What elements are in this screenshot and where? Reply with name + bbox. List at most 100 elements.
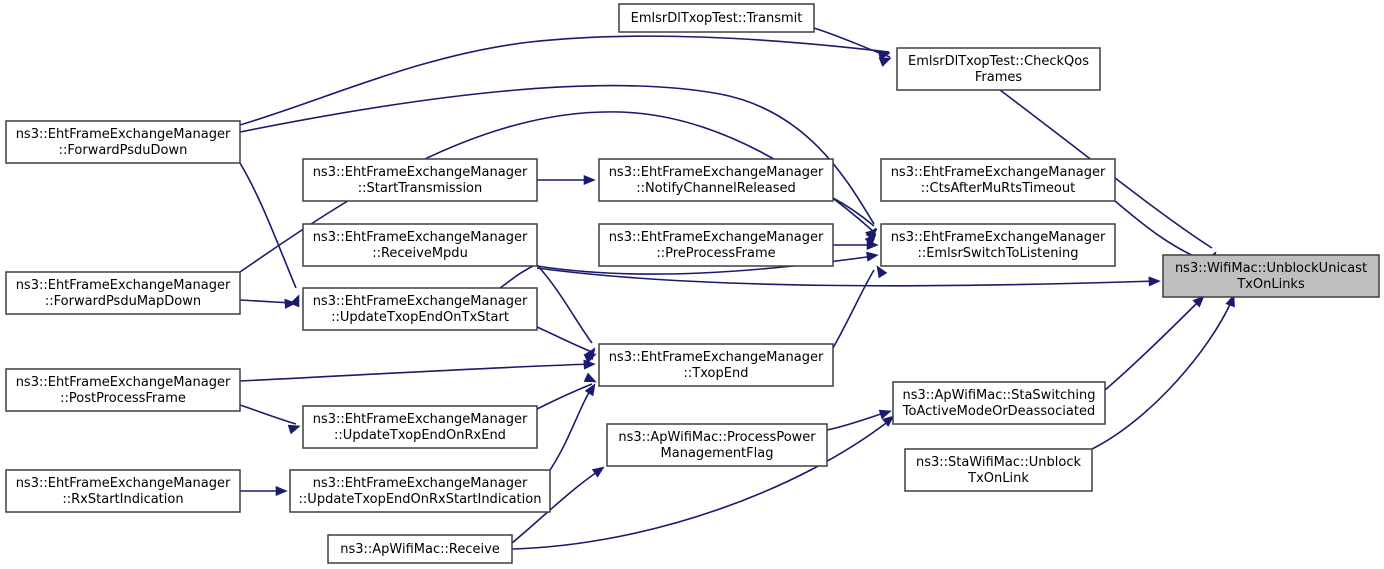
graph-node-updatetxopendonrxend[interactable]: ns3::EhtFrameExchangeManager::UpdateTxop… (302, 405, 538, 449)
node-box[interactable] (598, 158, 834, 202)
node-box[interactable] (892, 381, 1106, 425)
arrow-head-icon (275, 485, 288, 497)
node-label: ns3::EhtFrameExchangeManager::TxopEnd (609, 350, 824, 381)
node-box[interactable] (618, 3, 815, 33)
arrow-head-icon (583, 174, 596, 186)
call-edge (240, 485, 288, 497)
graph-node-txopend[interactable]: ns3::EhtFrameExchangeManager::TxopEnd (598, 343, 834, 387)
node-layer: EmlsrDlTxopTest::TransmitEmlsrDlTxopTest… (5, 3, 1380, 564)
node-box[interactable] (302, 405, 538, 449)
node-box[interactable] (1162, 254, 1380, 298)
call-edge (536, 267, 1161, 287)
arrow-head-icon (876, 265, 888, 279)
node-box[interactable] (598, 343, 834, 387)
arrow-head-icon (866, 239, 879, 251)
call-edge (536, 264, 596, 361)
call-edge (833, 239, 879, 251)
arrow-head-icon (1148, 276, 1161, 287)
node-box[interactable] (606, 423, 828, 467)
node-label: ns3::EhtFrameExchangeManager::ReceiveMpd… (313, 230, 528, 261)
node-label: ns3::EhtFrameExchangeManager::UpdateTxop… (299, 476, 542, 507)
arrow-head-icon (591, 466, 605, 478)
arrow-head-icon (878, 57, 892, 67)
node-box[interactable] (880, 158, 1116, 202)
node-label: ns3::EhtFrameExchangeManager::UpdateTxop… (313, 412, 528, 443)
node-box[interactable] (302, 287, 538, 331)
arrow-head-icon (878, 409, 892, 420)
call-edge (537, 174, 596, 186)
node-label: ns3::EhtFrameExchangeManager::ForwardPsd… (16, 278, 231, 309)
node-box[interactable] (302, 223, 538, 267)
node-label: ns3::EhtFrameExchangeManager::PostProces… (16, 375, 231, 406)
node-box[interactable] (904, 448, 1093, 492)
call-edge (511, 415, 895, 550)
graph-node-receivempdu[interactable]: ns3::EhtFrameExchangeManager::ReceiveMpd… (302, 223, 538, 267)
node-box[interactable] (5, 469, 241, 513)
node-box[interactable] (327, 534, 513, 564)
node-label: EmlsrDlTxopTest::Transmit (631, 11, 803, 26)
node-box[interactable] (598, 223, 834, 267)
node-box[interactable] (302, 158, 538, 202)
graph-node-apwifimacreceive[interactable]: ns3::ApWifiMac::Receive (327, 534, 513, 564)
node-label: ns3::EhtFrameExchangeManager::StartTrans… (313, 165, 528, 196)
arrow-head-icon (583, 372, 597, 383)
arrow-head-icon (287, 424, 301, 435)
node-label: ns3::EhtFrameExchangeManager::PreProcess… (609, 230, 824, 261)
call-edge (239, 404, 301, 435)
node-label: ns3::ApWifiMac::Receive (340, 542, 500, 557)
graph-node-preprocessframe[interactable]: ns3::EhtFrameExchangeManager::PreProcess… (598, 223, 834, 267)
node-label: ns3::EhtFrameExchangeManager::NotifyChan… (609, 165, 824, 196)
graph-node-notifychannelreleased[interactable]: ns3::EhtFrameExchangeManager::NotifyChan… (598, 158, 834, 202)
node-label: ns3::EhtFrameExchangeManager::CtsAfterMu… (891, 165, 1106, 196)
graph-node-ctsaftermurtstimeout[interactable]: ns3::EhtFrameExchangeManager::CtsAfterMu… (880, 158, 1116, 202)
graph-node-postprocessframe[interactable]: ns3::EhtFrameExchangeManager::PostProces… (5, 368, 241, 412)
graph-node-forwardpsdudown[interactable]: ns3::EhtFrameExchangeManager::ForwardPsd… (5, 120, 241, 164)
graph-node-rxstartindication[interactable]: ns3::EhtFrameExchangeManager::RxStartInd… (5, 469, 241, 513)
graph-node-updatetxopendontxstart[interactable]: ns3::EhtFrameExchangeManager::UpdateTxop… (302, 287, 538, 331)
arrow-head-icon (584, 383, 596, 397)
node-label: ns3::EhtFrameExchangeManager::UpdateTxop… (313, 294, 528, 325)
arrow-head-icon (583, 359, 596, 370)
call-edge (536, 372, 597, 410)
arrow-head-icon (284, 298, 297, 309)
call-edge (832, 197, 878, 241)
call-edge (813, 27, 892, 67)
graph-node-updatetxopendonrxstartindication[interactable]: ns3::EhtFrameExchangeManager::UpdateTxop… (289, 469, 551, 513)
arrow-head-icon (1225, 294, 1235, 308)
graph-node-forwardpsdumapdown[interactable]: ns3::EhtFrameExchangeManager::ForwardPsd… (5, 271, 241, 315)
call-edge (511, 466, 605, 544)
node-box[interactable] (5, 271, 241, 315)
edge-layer (239, 27, 1235, 550)
arrow-head-icon (866, 251, 879, 262)
node-label: ns3::EhtFrameExchangeManager::ForwardPsd… (16, 127, 231, 158)
call-edge (239, 35, 891, 126)
node-box[interactable] (896, 47, 1101, 91)
graph-node-starttransmission[interactable]: ns3::EhtFrameExchangeManager::StartTrans… (302, 158, 538, 202)
arrow-head-icon (877, 50, 891, 61)
arrow-head-icon (865, 228, 878, 241)
node-box[interactable] (289, 469, 551, 513)
call-edge (1104, 295, 1205, 391)
call-edge (826, 409, 892, 431)
call-edge (239, 359, 596, 382)
node-box[interactable] (5, 120, 241, 164)
node-box[interactable] (880, 223, 1116, 267)
graph-node-emlsrswitchtolistening[interactable]: ns3::EhtFrameExchangeManager::EmlsrSwitc… (880, 223, 1116, 267)
node-label: ns3::EhtFrameExchangeManager::RxStartInd… (16, 476, 231, 507)
call-edge (239, 298, 297, 309)
graph-node-transmit[interactable]: EmlsrDlTxopTest::Transmit (618, 3, 815, 33)
call-edge (549, 383, 596, 471)
node-box[interactable] (5, 368, 241, 412)
